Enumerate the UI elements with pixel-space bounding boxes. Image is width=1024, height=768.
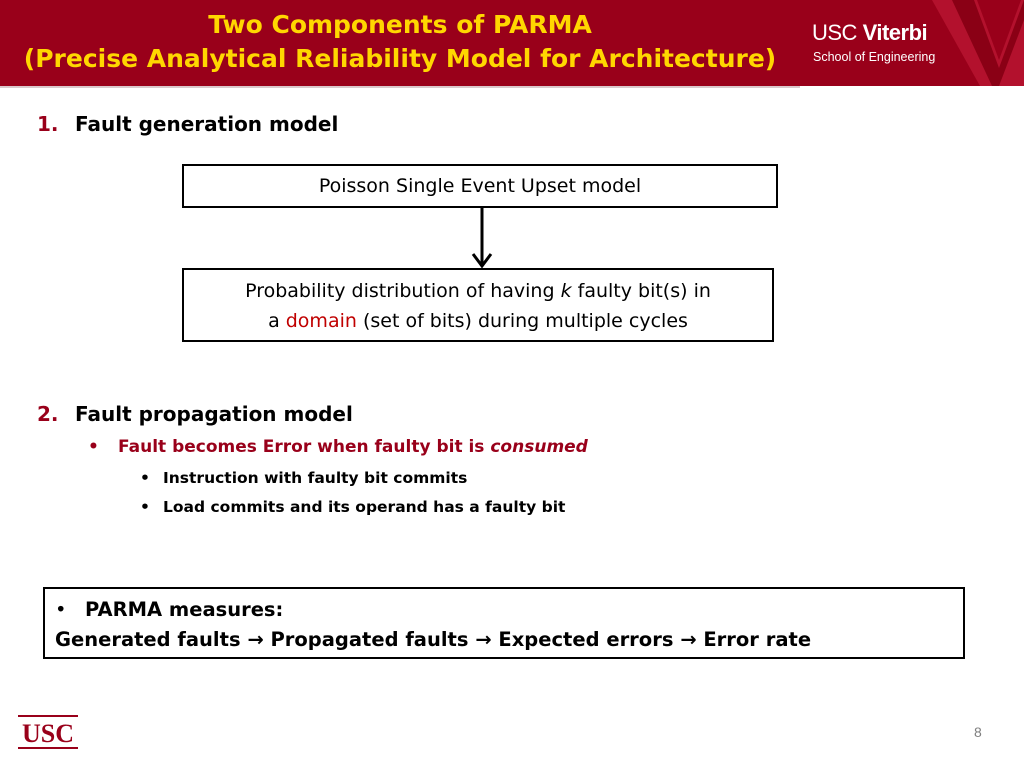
title-banner: Two Components of PARMA (Precise Analyti…	[0, 0, 1024, 86]
probability-line1: Probability distribution of having k fau…	[245, 280, 711, 302]
slide-title: Two Components of PARMA (Precise Analyti…	[0, 8, 800, 76]
right-arrow-icon: →	[680, 628, 697, 651]
variable-k: k	[560, 280, 572, 302]
section2-number: 2.	[37, 402, 59, 426]
bullet-icon: •	[88, 437, 99, 457]
domain-term: domain	[285, 310, 357, 332]
consumed-term: consumed	[490, 437, 588, 457]
section1-heading: 1. Fault generation model	[37, 111, 338, 137]
logo-usc: USC	[812, 20, 857, 45]
parma-measures-box: •PARMA measures: Generated faults → Prop…	[43, 587, 965, 659]
usc-viterbi-logo: USC Viterbi School of Engineering	[802, 0, 1024, 86]
viterbi-v-mark-icon	[932, 0, 1024, 86]
down-arrow-icon	[471, 206, 493, 269]
bullet-fault-becomes-error: •Fault becomes Error when faulty bit is …	[88, 437, 588, 457]
sub-bullet-instruction-commits: •Instruction with faulty bit commits	[140, 469, 468, 487]
item-generated-faults: Generated faults	[55, 628, 241, 651]
bullet-icon: •	[140, 469, 150, 487]
page-number: 8	[974, 724, 982, 740]
header-divider	[0, 86, 800, 88]
item-error-rate: Error rate	[703, 628, 812, 651]
section2-title: Fault propagation model	[75, 402, 353, 426]
logo-wordmark: USC Viterbi	[812, 20, 928, 46]
logo-viterbi: Viterbi	[862, 20, 928, 45]
sub-bullet-load-commits: •Load commits and its operand has a faul…	[140, 498, 566, 516]
item-expected-errors: Expected errors	[498, 628, 674, 651]
slide-title-line1: Two Components of PARMA	[208, 10, 592, 39]
bullet-icon: •	[55, 598, 67, 621]
section1-number: 1.	[37, 112, 59, 136]
bullet-icon: •	[140, 498, 150, 516]
slide-title-line2: (Precise Analytical Reliability Model fo…	[23, 44, 777, 73]
section1-title: Fault generation model	[75, 112, 339, 136]
summary-line1: •PARMA measures:	[55, 595, 963, 625]
item-propagated-faults: Propagated faults	[270, 628, 469, 651]
usc-footer-logo: USC	[18, 715, 78, 749]
logo-subtitle: School of Engineering	[813, 50, 936, 64]
probability-line2: a domain (set of bits) during multiple c…	[268, 310, 688, 332]
section2-heading: 2. Fault propagation model	[37, 401, 353, 427]
summary-line2: Generated faults → Propagated faults → E…	[55, 625, 963, 655]
probability-distribution-box: Probability distribution of having k fau…	[182, 268, 774, 342]
usc-footer-logo-text: USC	[22, 719, 74, 748]
right-arrow-icon: →	[475, 628, 492, 651]
right-arrow-icon: →	[247, 628, 264, 651]
poisson-model-box: Poisson Single Event Upset model	[182, 164, 778, 208]
